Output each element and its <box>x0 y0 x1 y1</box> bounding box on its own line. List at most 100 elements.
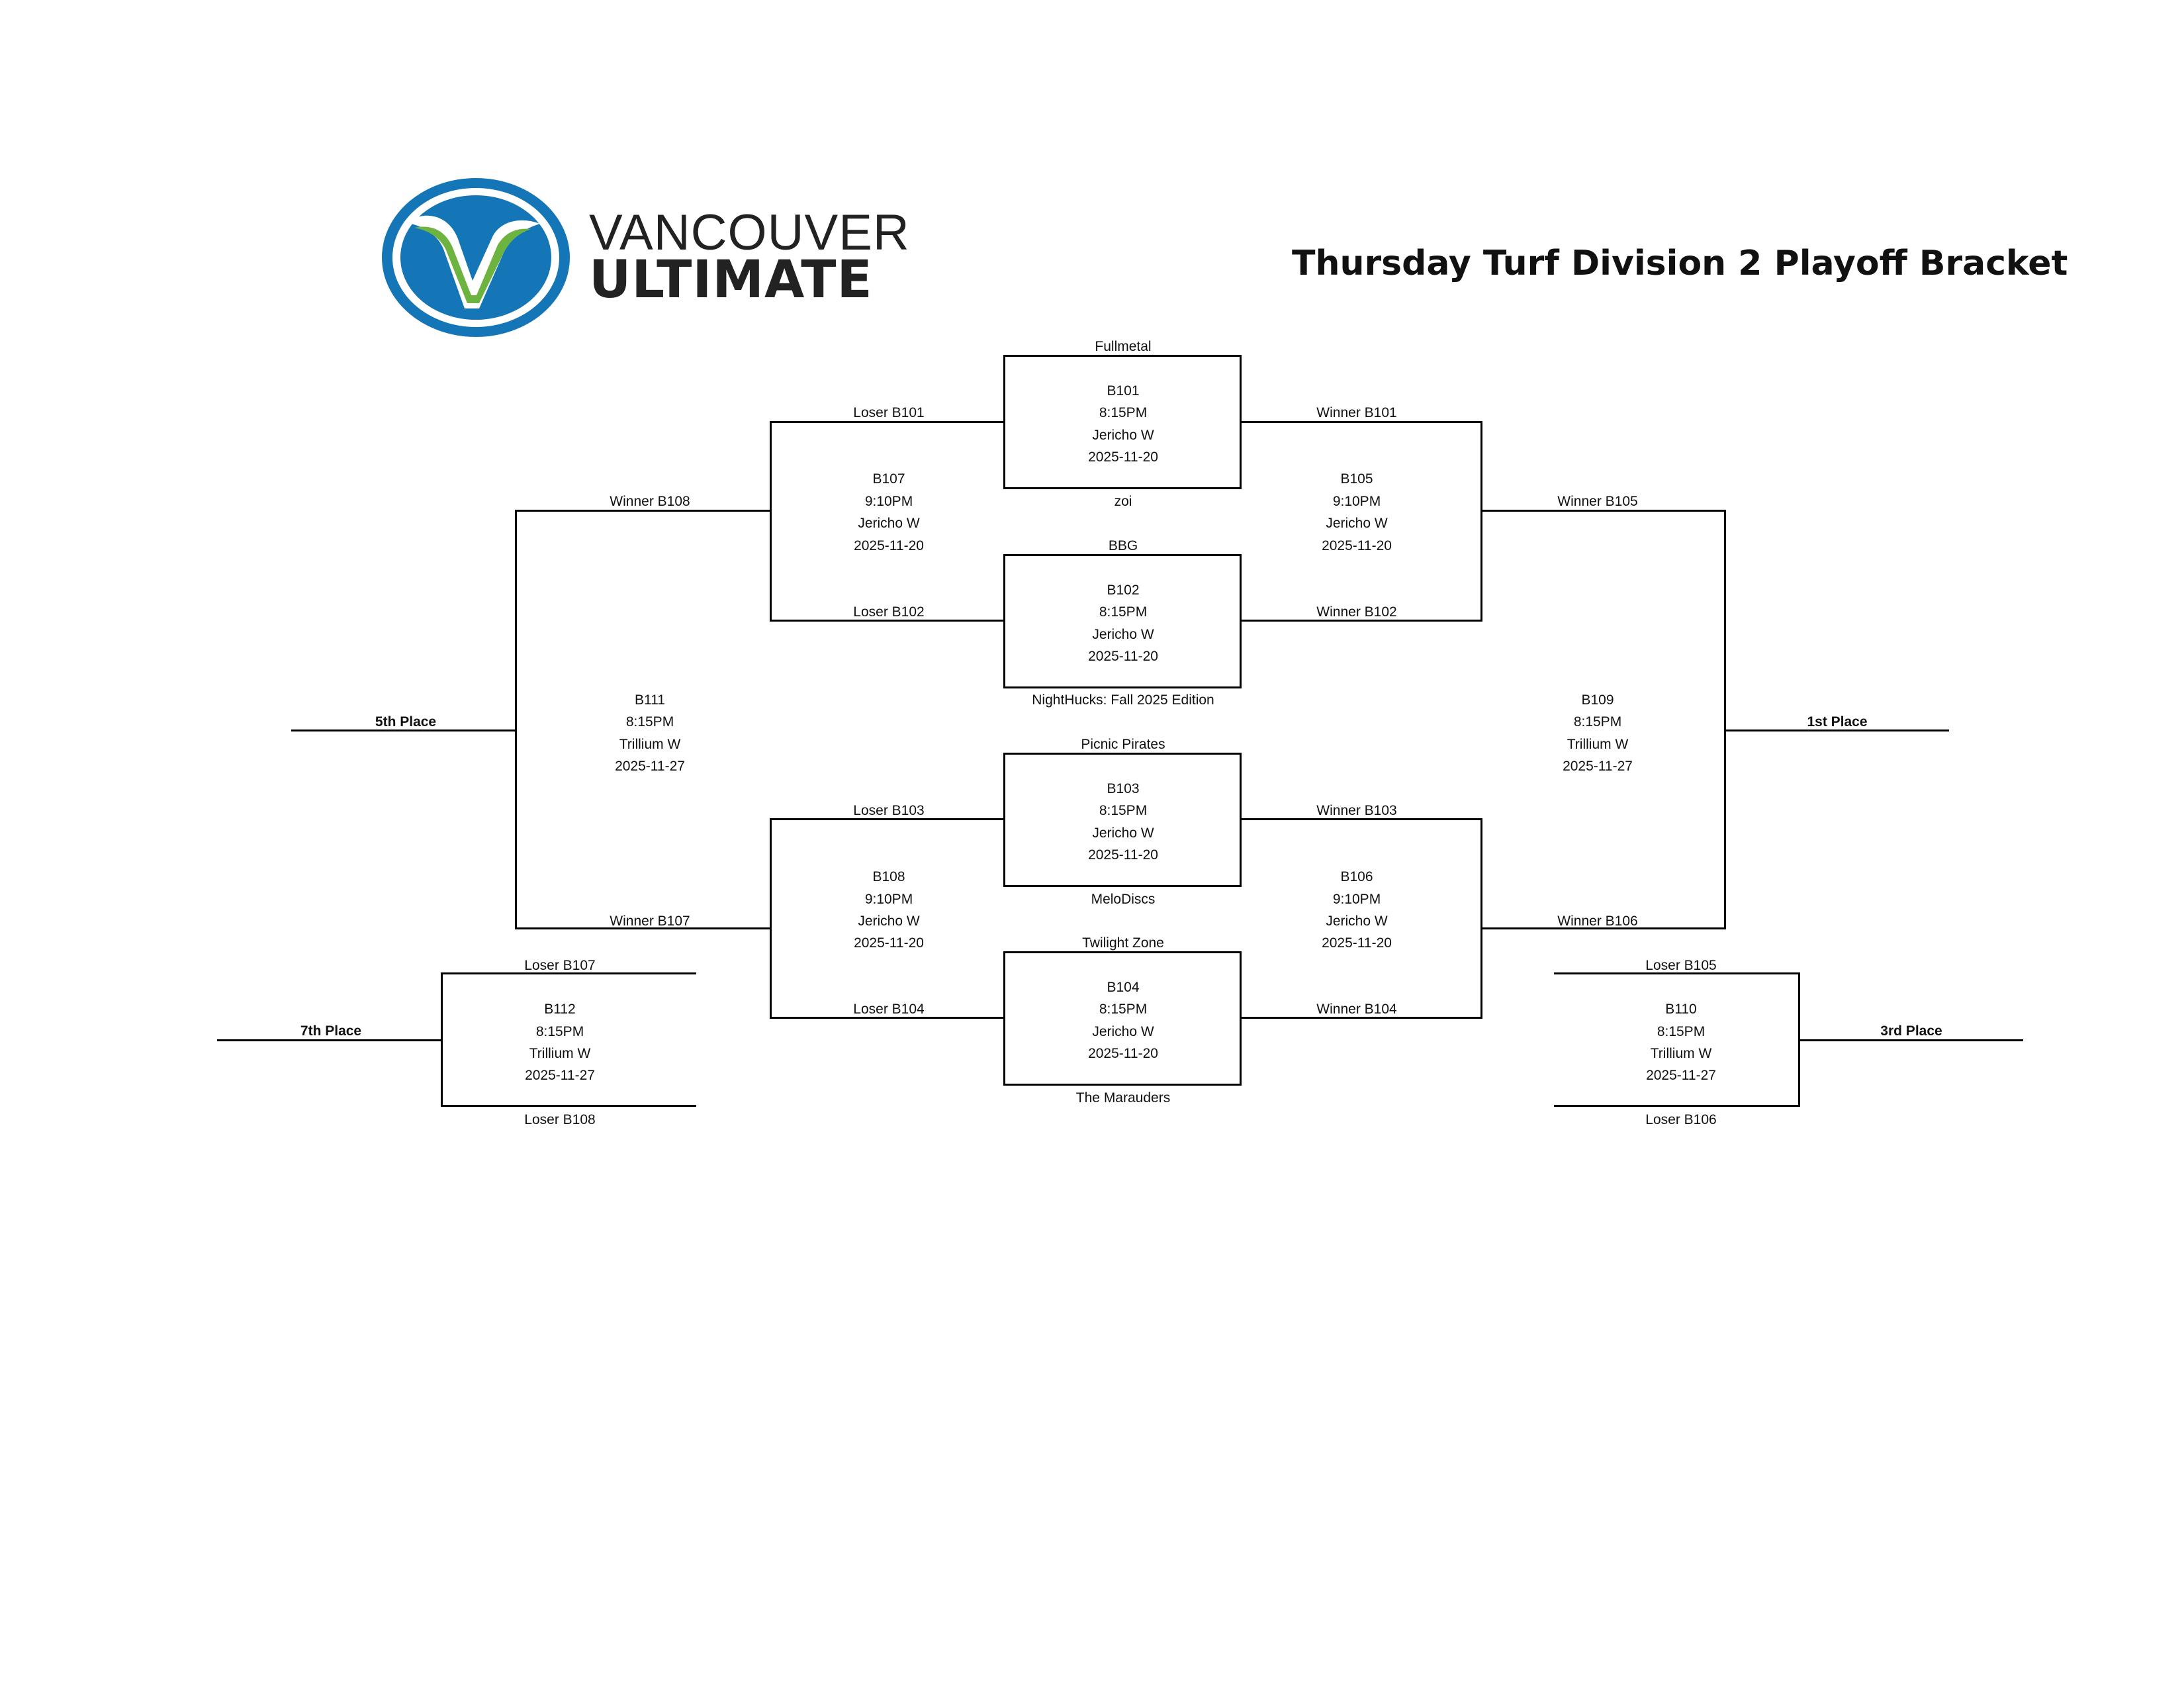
game-field: Jericho W <box>1092 1024 1154 1039</box>
logo-wordmark-line2: ULTIMATE <box>589 250 873 310</box>
game-time: 8:15PM <box>1099 405 1148 420</box>
connector <box>291 729 517 731</box>
game-field: Jericho W <box>1092 428 1154 443</box>
game-box-b102 <box>1003 554 1242 688</box>
team-label: BBG <box>1108 538 1138 553</box>
game-field: Jericho W <box>1092 825 1154 841</box>
game-code: B101 <box>1107 383 1140 399</box>
game-time: 8:15PM <box>625 714 674 729</box>
slot-label: Winner B101 <box>1316 405 1397 420</box>
connector <box>770 818 1003 820</box>
slot-label: Winner B107 <box>610 914 690 929</box>
game-time: 8:15PM <box>1099 803 1148 818</box>
slot-label: Loser B107 <box>524 958 596 973</box>
game-time: 9:10PM <box>1332 892 1381 907</box>
game-time: 8:15PM <box>1099 604 1148 620</box>
connector <box>770 421 772 622</box>
game-code: B110 <box>1665 1002 1697 1017</box>
placement-label: 7th Place <box>300 1023 362 1039</box>
game-code: B112 <box>544 1002 576 1017</box>
game-date: 2025-11-27 <box>615 759 685 774</box>
game-field: Jericho W <box>1092 627 1154 642</box>
slot-label: Loser B108 <box>524 1112 596 1127</box>
connector <box>770 620 1003 622</box>
game-date: 2025-11-20 <box>1088 847 1158 863</box>
connector <box>1554 1105 1800 1107</box>
page-title: Thursday Turf Division 2 Playoff Bracket <box>1292 244 2068 283</box>
game-code: B105 <box>1340 471 1373 487</box>
game-box-b104 <box>1003 951 1242 1086</box>
connector <box>1482 510 1726 512</box>
slot-label: Winner B102 <box>1316 604 1397 620</box>
connector <box>1242 421 1482 423</box>
team-label: NightHucks: Fall 2025 Edition <box>1032 692 1214 708</box>
slot-label: Loser B105 <box>1645 958 1717 973</box>
slot-label: Loser B104 <box>853 1002 925 1017</box>
game-code: B109 <box>1581 692 1614 708</box>
team-label: Picnic Pirates <box>1081 737 1165 752</box>
game-date: 2025-11-20 <box>854 935 924 951</box>
game-time: 9:10PM <box>864 494 913 509</box>
connector <box>1798 1039 2023 1041</box>
connector <box>1482 927 1726 929</box>
game-time: 8:15PM <box>1573 714 1622 729</box>
game-date: 2025-11-20 <box>1088 449 1158 465</box>
connector <box>441 1105 696 1107</box>
game-date: 2025-11-27 <box>1646 1068 1716 1083</box>
slot-label: Winner B105 <box>1557 494 1638 509</box>
game-time: 8:15PM <box>1099 1002 1148 1017</box>
game-field: Trillium W <box>1650 1046 1712 1061</box>
connector <box>515 510 772 512</box>
connector <box>1724 510 1726 929</box>
connector <box>1480 421 1482 622</box>
game-field: Jericho W <box>858 914 920 929</box>
placement-label: 1st Place <box>1807 714 1868 729</box>
game-field: Jericho W <box>1326 914 1388 929</box>
slot-label: Loser B102 <box>853 604 925 620</box>
connector <box>515 927 772 929</box>
game-field: Jericho W <box>858 516 920 531</box>
game-date: 2025-11-27 <box>1563 759 1633 774</box>
game-code: B103 <box>1107 781 1140 796</box>
placement-label: 5th Place <box>375 714 437 729</box>
game-code: B102 <box>1107 583 1140 598</box>
team-label: zoi <box>1114 494 1132 509</box>
slot-label: Winner B103 <box>1316 803 1397 818</box>
team-label: MeloDiscs <box>1091 892 1156 907</box>
slot-label: Winner B106 <box>1557 914 1638 929</box>
game-box-b103 <box>1003 753 1242 887</box>
game-time: 8:15PM <box>1657 1024 1706 1039</box>
connector <box>1242 818 1482 820</box>
game-code: B104 <box>1107 980 1140 995</box>
slot-label: Loser B101 <box>853 405 925 420</box>
game-field: Trillium W <box>529 1046 591 1061</box>
game-code: B111 <box>635 692 665 708</box>
game-date: 2025-11-20 <box>1088 649 1158 664</box>
vancouver-ultimate-logo-icon <box>382 178 570 337</box>
game-time: 9:10PM <box>864 892 913 907</box>
connector <box>1242 1017 1482 1019</box>
connector <box>770 421 1003 423</box>
game-time: 8:15PM <box>535 1024 584 1039</box>
connector <box>515 510 517 929</box>
slot-label: Loser B103 <box>853 803 925 818</box>
connector <box>217 1039 443 1041</box>
slot-label: Loser B106 <box>1645 1112 1717 1127</box>
game-time: 9:10PM <box>1332 494 1381 509</box>
game-date: 2025-11-20 <box>1322 935 1392 951</box>
game-date: 2025-11-27 <box>525 1068 595 1083</box>
game-box-b101 <box>1003 355 1242 489</box>
game-code: B108 <box>872 869 905 884</box>
connector <box>1242 620 1482 622</box>
connector <box>1554 972 1800 974</box>
placement-label: 3rd Place <box>1880 1023 1942 1039</box>
game-field: Trillium W <box>1567 737 1629 752</box>
slot-label: Winner B108 <box>610 494 690 509</box>
game-code: B106 <box>1340 869 1373 884</box>
connector <box>1480 818 1482 1019</box>
connector <box>441 972 696 974</box>
logo-wordmark-line1: VANCOUVER <box>589 205 910 261</box>
game-field: Trillium W <box>619 737 681 752</box>
game-date: 2025-11-20 <box>1322 538 1392 553</box>
